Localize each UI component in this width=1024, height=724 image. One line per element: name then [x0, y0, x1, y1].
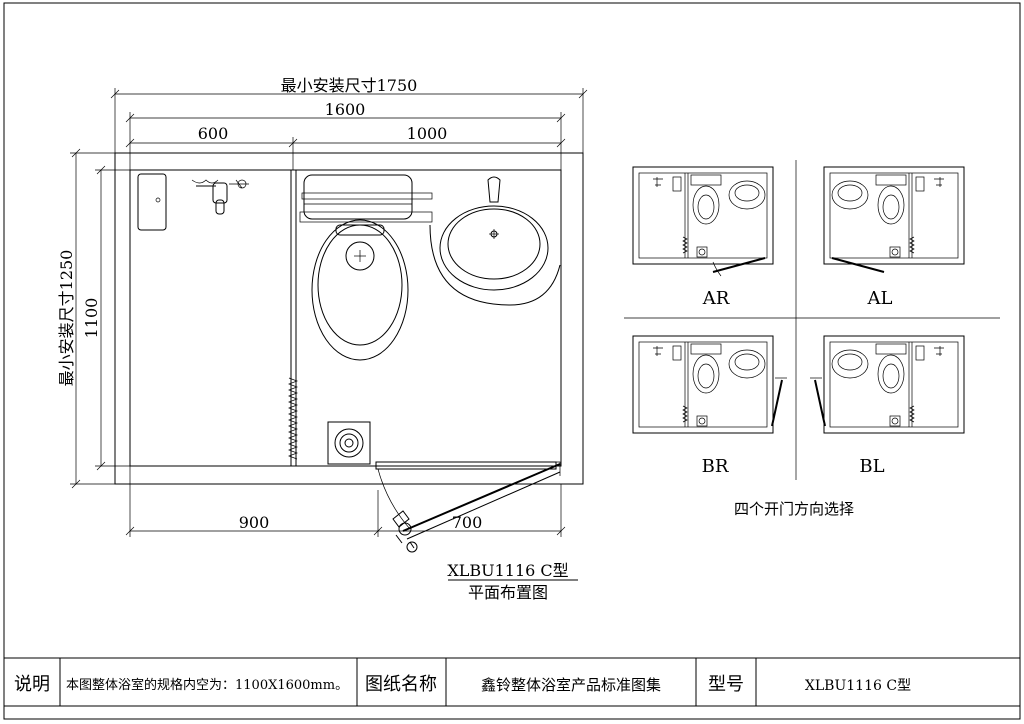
variant-br-diagram	[632, 335, 787, 434]
dim-total-width-label: 1600	[325, 100, 366, 119]
niche-shelf	[137, 173, 167, 231]
dim-min-width-label: 最小安装尺寸1750	[281, 76, 418, 95]
page-border	[3, 2, 1021, 720]
variant-al-diagram	[823, 166, 965, 273]
dim-bottom-left-label: 900	[239, 513, 270, 532]
dim-bottom-right-label: 700	[452, 513, 483, 532]
outer-shell	[114, 152, 584, 485]
model-type-label: 型号	[708, 674, 744, 695]
floor-drain-icon	[327, 421, 371, 465]
variant-ar-diagram	[632, 166, 774, 277]
variants-caption: 四个开门方向选择	[734, 500, 854, 518]
inner-shell	[129, 169, 562, 467]
basin-icon	[429, 176, 561, 306]
variant-br-label: BR	[702, 456, 729, 477]
variant-bl-label: BL	[859, 456, 884, 477]
variant-bl-diagram	[810, 335, 965, 434]
variant-ar-label: AR	[702, 288, 730, 309]
drawing-name-label: 图纸名称	[365, 674, 437, 695]
door-leaf-icon	[392, 461, 561, 553]
spring-icon	[288, 377, 298, 460]
dim-left-width-label: 600	[198, 124, 229, 143]
dim-min-height-label: 最小安装尺寸1250	[57, 250, 76, 387]
model-label: XLBU1116 C型	[447, 561, 568, 580]
title-block: 说明 本图整体浴室的规格内空为：1100X1600mm。 图纸名称 鑫铃整体浴室…	[3, 657, 1021, 707]
dim-right-width-label: 1000	[407, 124, 448, 143]
note-text: 本图整体浴室的规格内空为：1100X1600mm。	[66, 677, 348, 693]
drawing-name: 鑫铃整体浴室产品标准图集	[481, 676, 661, 694]
main-plan: 最小安装尺寸1750 1600 600 1000 最小安装尺寸1250 1100…	[57, 76, 588, 602]
dim-height-label: 1100	[82, 298, 101, 339]
dim-left	[70, 148, 130, 489]
plan-caption: 平面布置图	[468, 583, 548, 602]
note-label: 说明	[14, 674, 50, 695]
toilet-icon	[299, 174, 433, 361]
variants-section: AR AL BR BL 四个开门方向选择	[624, 160, 1000, 518]
variant-al-label: AL	[867, 288, 893, 309]
dim-bottom	[125, 466, 566, 537]
dim-top	[110, 88, 588, 170]
model-type-value: XLBU1116 C型	[805, 678, 911, 694]
door-swing-arc	[377, 468, 411, 530]
shower-mixer-icon	[191, 179, 249, 215]
